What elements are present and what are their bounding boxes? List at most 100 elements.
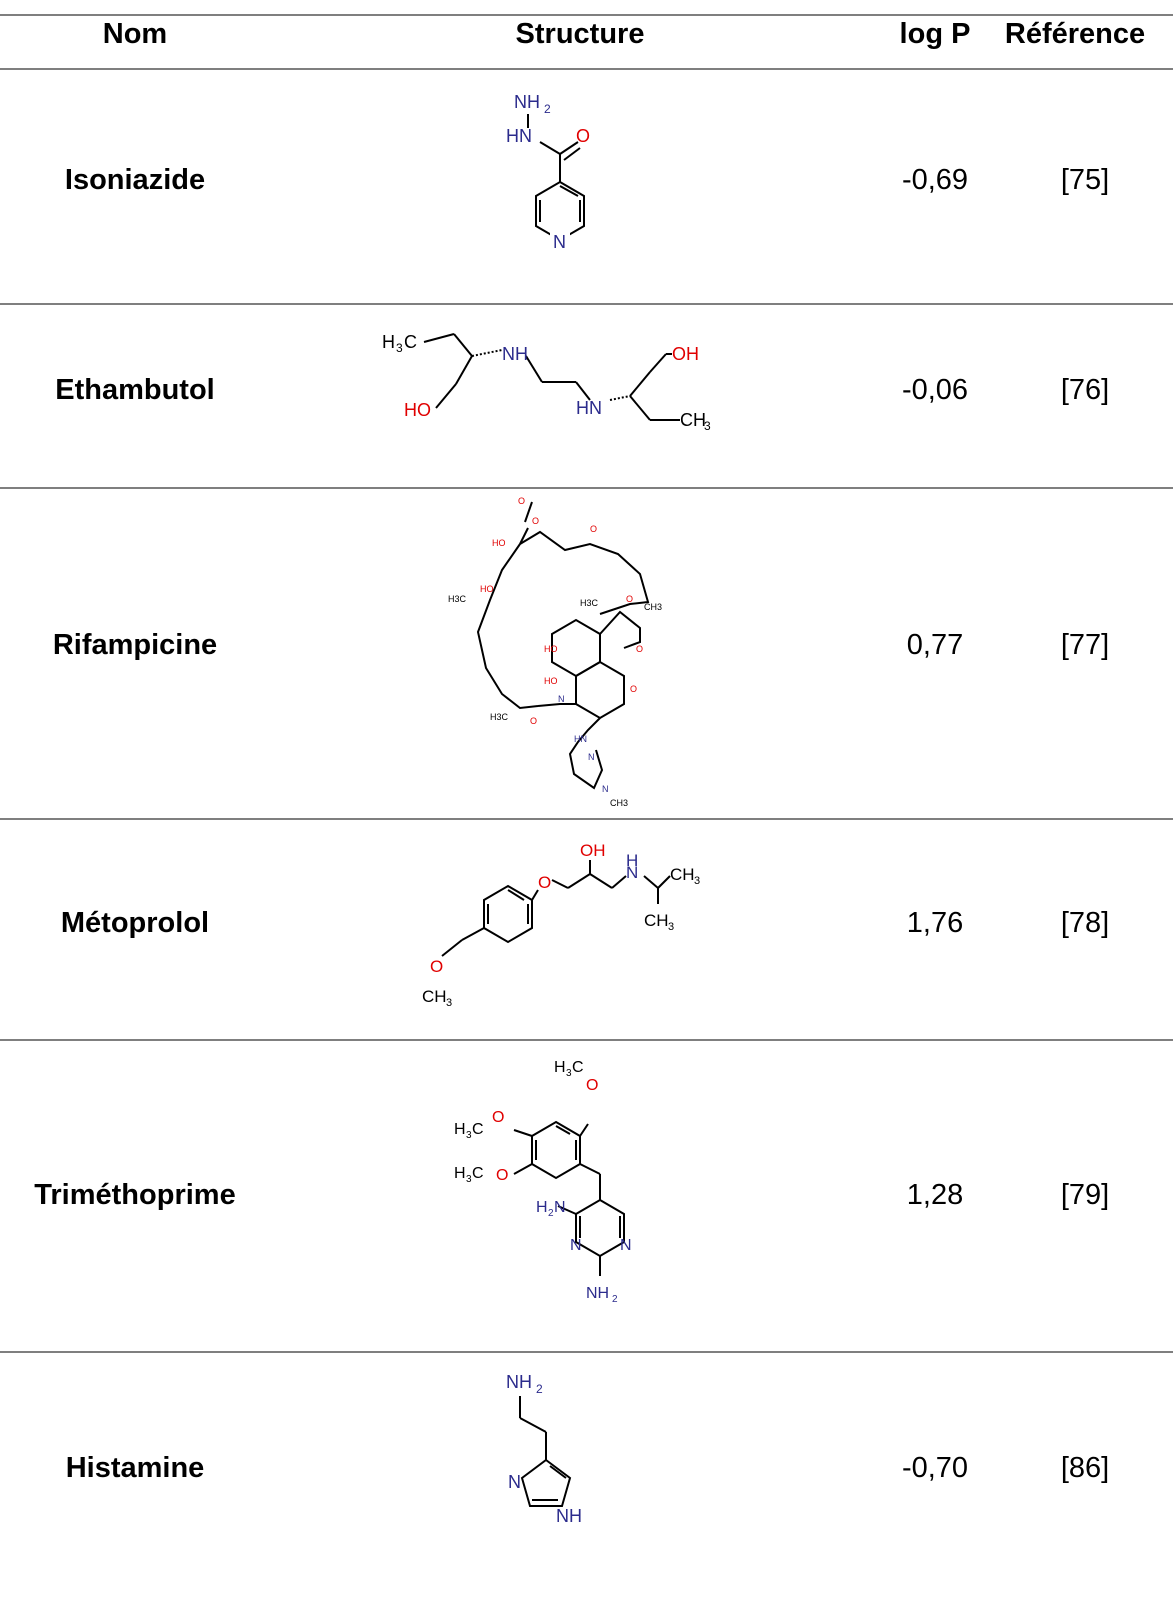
svg-text:O: O [626, 594, 633, 604]
row-reference: [79] [1060, 1179, 1110, 1211]
svg-text:NH: NH [586, 1285, 609, 1302]
svg-text:3: 3 [566, 1068, 572, 1079]
svg-text:H: H [554, 1059, 566, 1076]
row-divider [0, 487, 1173, 489]
svg-text:C: C [472, 1121, 484, 1138]
atom-label: H [382, 332, 395, 352]
atom-label: O [576, 126, 590, 146]
atom-label: NH [502, 344, 528, 364]
histamine-structure: NH 2 N NH [506, 1372, 582, 1526]
row-logp: -0,69 [901, 164, 969, 196]
svg-text:O: O [430, 957, 443, 976]
atom-label: CH [680, 410, 706, 430]
svg-text:HO: HO [492, 538, 506, 548]
atom-label: HO [404, 400, 431, 420]
svg-text:O: O [636, 644, 643, 654]
svg-text:HO: HO [544, 676, 558, 686]
row-divider [0, 1039, 1173, 1041]
row-reference: [86] [1060, 1452, 1110, 1484]
row-reference: [76] [1060, 374, 1110, 406]
atom-label: NH [506, 1372, 532, 1392]
svg-text:H3C: H3C [580, 598, 599, 608]
svg-text:2: 2 [612, 1294, 618, 1305]
row-name: Isoniazide [64, 164, 206, 196]
header-rule [0, 68, 1173, 70]
row-divider [0, 818, 1173, 820]
atom-label: N [626, 863, 638, 882]
svg-text:3: 3 [466, 1130, 472, 1141]
atom-label: 3 [704, 419, 711, 433]
top-rule [0, 14, 1173, 16]
header-reference: Référence [1004, 18, 1146, 50]
svg-text:N: N [602, 784, 609, 794]
header-structure: Structure [515, 18, 645, 50]
row-name: Triméthoprime [34, 1179, 236, 1211]
svg-text:O: O [496, 1167, 508, 1184]
row-name: Métoprolol [60, 907, 210, 939]
atom-label: 2 [544, 102, 551, 116]
row-logp: 1,76 [906, 907, 964, 939]
svg-text:H3C: H3C [448, 594, 467, 604]
svg-text:CH: CH [644, 911, 669, 930]
svg-text:O: O [530, 716, 537, 726]
svg-text:C: C [472, 1165, 484, 1182]
svg-text:O: O [630, 684, 637, 694]
header-nom: Nom [102, 18, 168, 50]
svg-text:O: O [518, 496, 525, 506]
svg-text:H: H [454, 1165, 466, 1182]
svg-text:N: N [558, 694, 565, 704]
atom-label: HN [506, 126, 532, 146]
svg-text:3: 3 [694, 875, 700, 887]
svg-text:3: 3 [668, 921, 674, 933]
svg-text:HN: HN [574, 734, 587, 744]
svg-text:N: N [570, 1237, 582, 1254]
svg-text:2: 2 [548, 1208, 554, 1219]
svg-text:3: 3 [466, 1174, 472, 1185]
row-name: Rifampicine [52, 629, 218, 661]
svg-text:O: O [532, 516, 539, 526]
ethambutol-structure: H 3 C NH HO HN OH CH 3 [382, 332, 711, 433]
atom-label: 3 [396, 341, 403, 355]
svg-text:CH3: CH3 [610, 798, 628, 808]
svg-text:O: O [590, 524, 597, 534]
svg-text:O: O [538, 873, 551, 892]
row-reference: [75] [1060, 164, 1110, 196]
svg-text:N: N [620, 1237, 632, 1254]
atom-label: NH [556, 1506, 582, 1526]
atom-label: N [553, 232, 566, 252]
atom-label: 2 [536, 1382, 543, 1396]
svg-text:H: H [454, 1121, 466, 1138]
svg-text:3: 3 [446, 997, 452, 1009]
svg-text:CH: CH [422, 987, 447, 1006]
svg-text:O: O [492, 1109, 504, 1126]
svg-text:H: H [536, 1199, 548, 1216]
row-logp: -0,06 [901, 374, 969, 406]
metoprolol-structure: O OH N H CH 3 CH 3 O CH 3 [422, 841, 700, 1009]
svg-text:O: O [586, 1077, 598, 1094]
atom-label: N [508, 1472, 521, 1492]
row-name: Histamine [65, 1452, 205, 1484]
svg-text:C: C [404, 332, 417, 352]
row-divider [0, 303, 1173, 305]
svg-text:HO: HO [544, 644, 558, 654]
atom-label: H [626, 851, 638, 870]
atom-label: OH [580, 841, 606, 860]
atom-label: OH [672, 344, 699, 364]
atom-label: CH [670, 865, 695, 884]
svg-text:HO: HO [480, 584, 494, 594]
row-divider [0, 1351, 1173, 1353]
atom-label: NH [514, 92, 540, 112]
row-reference: [78] [1060, 907, 1110, 939]
row-reference: [77] [1060, 629, 1110, 661]
rifampicin-structure: O O HO HO HO HO O O O O O N HN N N H3C H… [448, 496, 662, 808]
svg-text:CH3: CH3 [644, 602, 662, 612]
row-logp: 1,28 [906, 1179, 964, 1211]
svg-text:C: C [572, 1059, 584, 1076]
row-logp: -0,70 [901, 1452, 969, 1484]
isoniazid-structure: NH 2 HN O N [506, 92, 590, 252]
row-logp: 0,77 [906, 629, 964, 661]
header-logp: log P [899, 18, 971, 50]
atom-label: HN [576, 398, 602, 418]
svg-text:H3C: H3C [490, 712, 509, 722]
